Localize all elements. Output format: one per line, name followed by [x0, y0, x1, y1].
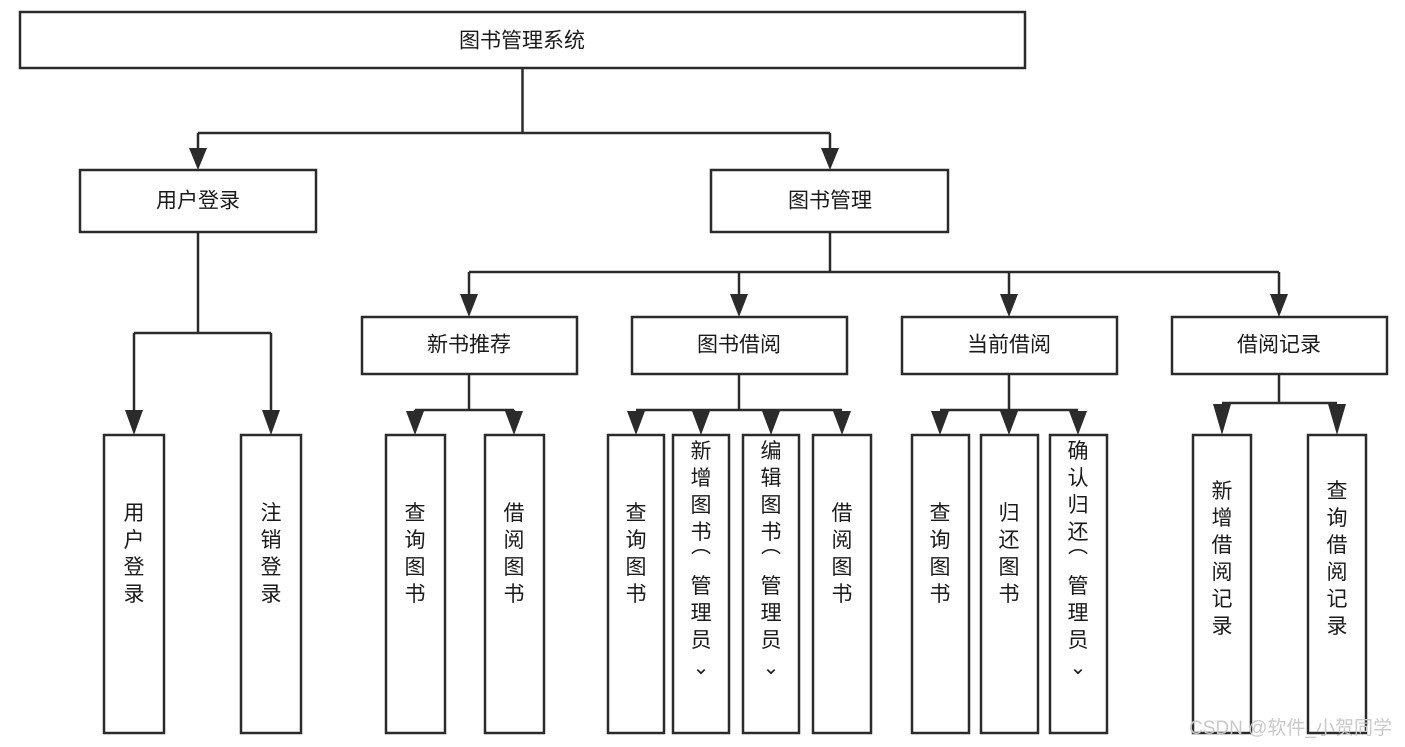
- connector-layer: [125, 68, 1346, 435]
- node-leaf-logout-box[interactable]: [239, 433, 303, 735]
- node-leaf-query-book-2-label: 查询图书: [626, 502, 647, 606]
- arrowhead-leaf-query-record: [1328, 404, 1346, 435]
- node-leaf-borrow-book-2-box[interactable]: [811, 433, 873, 735]
- node-leaf-logout-label: 注销登录: [261, 502, 282, 606]
- node-current-borrow[interactable]: 当前借阅: [900, 315, 1119, 376]
- node-leaf-logout[interactable]: 注销登录: [239, 433, 303, 735]
- node-leaf-confirm-return-label: 确认归还⌒管理员⌄: [1068, 440, 1089, 679]
- node-leaf-confirm-return-box[interactable]: [1048, 433, 1109, 735]
- arrowhead-leaf-query-book-3: [931, 411, 949, 435]
- node-leaf-query-record-label: 查询借阅记录: [1327, 480, 1348, 638]
- node-root-box[interactable]: [18, 10, 1027, 70]
- node-leaf-add-book-box[interactable]: [671, 433, 731, 735]
- node-leaf-user-login-label: 用户登录: [124, 502, 145, 606]
- node-leaf-return-book[interactable]: 归还图书: [979, 433, 1040, 735]
- arrowhead-leaf-return-book: [1000, 411, 1018, 435]
- node-leaf-borrow-book-1-box[interactable]: [483, 433, 546, 735]
- node-leaf-query-book-3-label: 查询图书: [930, 502, 951, 606]
- node-leaf-query-book-2-box[interactable]: [606, 433, 666, 735]
- node-leaf-query-book-1[interactable]: 查询图书: [384, 433, 447, 735]
- node-current-borrow-label: 当前借阅: [967, 334, 1051, 357]
- node-book-borrow-box[interactable]: [630, 315, 849, 376]
- arrowhead-new-book-recommend: [460, 294, 478, 317]
- node-book-borrow[interactable]: 图书借阅: [630, 315, 849, 376]
- node-borrow-record-label: 借阅记录: [1237, 334, 1321, 357]
- arrowhead-leaf-logout: [262, 410, 280, 435]
- node-user-login-box[interactable]: [78, 168, 318, 234]
- node-leaf-query-book-2[interactable]: 查询图书: [606, 433, 666, 735]
- node-book-management-label: 图书管理: [788, 190, 872, 213]
- node-leaf-borrow-book-2[interactable]: 借阅图书: [811, 433, 873, 735]
- arrowhead-leaf-borrow-book-1: [505, 411, 523, 435]
- arrowhead-leaf-add-book: [692, 411, 710, 435]
- node-user-login-label: 用户登录: [156, 190, 240, 213]
- node-leaf-edit-book-label: 编辑图书⌒管理员⌄: [761, 440, 782, 679]
- node-borrow-record-box[interactable]: [1170, 315, 1389, 376]
- node-new-book-recommend[interactable]: 新书推荐: [360, 315, 579, 376]
- node-current-borrow-box[interactable]: [900, 315, 1119, 376]
- arrowhead-leaf-borrow-book-2: [833, 411, 851, 435]
- node-leaf-borrow-book-1[interactable]: 借阅图书: [483, 433, 546, 735]
- node-leaf-query-record[interactable]: 查询借阅记录: [1306, 433, 1368, 735]
- node-leaf-edit-book[interactable]: 编辑图书⌒管理员⌄: [741, 433, 801, 735]
- node-root[interactable]: 图书管理系统: [18, 10, 1027, 70]
- node-leaf-add-record-box[interactable]: [1191, 433, 1253, 735]
- node-leaf-borrow-book-2-label: 借阅图书: [832, 502, 853, 606]
- node-leaf-user-login-box[interactable]: [102, 433, 166, 735]
- node-user-login[interactable]: 用户登录: [78, 168, 318, 234]
- node-leaf-edit-book-box[interactable]: [741, 433, 801, 735]
- node-leaf-query-book-1-label: 查询图书: [405, 502, 426, 606]
- arrowhead-book-borrow: [730, 294, 748, 317]
- node-leaf-query-book-3[interactable]: 查询图书: [910, 433, 971, 735]
- arrowhead-book-management: [821, 148, 839, 170]
- node-leaf-add-record-label: 新增借阅记录: [1212, 480, 1233, 638]
- arrowhead-leaf-confirm-return: [1069, 411, 1087, 435]
- node-leaf-return-book-label: 归还图书: [999, 502, 1020, 606]
- arrowhead-leaf-query-book-1: [406, 411, 424, 435]
- arrowhead-leaf-edit-book: [762, 411, 780, 435]
- arrowhead-borrow-record: [1270, 294, 1288, 317]
- node-leaf-borrow-book-1-label: 借阅图书: [504, 502, 525, 606]
- node-new-book-recommend-label: 新书推荐: [427, 334, 511, 357]
- node-book-management-box[interactable]: [709, 168, 950, 234]
- node-leaf-confirm-return[interactable]: 确认归还⌒管理员⌄: [1048, 433, 1109, 735]
- node-book-borrow-label: 图书借阅: [697, 334, 781, 357]
- node-leaf-query-record-box[interactable]: [1306, 433, 1368, 735]
- node-leaf-add-book-label: 新增图书⌒管理员⌄: [691, 440, 712, 679]
- node-leaf-add-record[interactable]: 新增借阅记录: [1191, 433, 1253, 735]
- node-leaf-user-login[interactable]: 用户登录: [102, 433, 166, 735]
- node-root-label: 图书管理系统: [459, 30, 585, 53]
- arrowhead-leaf-user-login: [125, 410, 143, 435]
- arrowhead-user-login: [189, 148, 207, 170]
- node-leaf-add-book[interactable]: 新增图书⌒管理员⌄: [671, 433, 731, 735]
- node-leaf-return-book-box[interactable]: [979, 433, 1040, 735]
- node-leaf-query-book-3-box[interactable]: [910, 433, 971, 735]
- node-book-management[interactable]: 图书管理: [709, 168, 950, 234]
- node-borrow-record[interactable]: 借阅记录: [1170, 315, 1389, 376]
- arrowhead-leaf-add-record: [1213, 404, 1231, 435]
- arrowhead-leaf-query-book-2: [627, 411, 645, 435]
- csdn-watermark: CSDN @软件_小贺同学: [1189, 717, 1392, 739]
- node-leaf-query-book-1-box[interactable]: [384, 433, 447, 735]
- arrowhead-current-borrow: [1000, 294, 1018, 317]
- node-new-book-recommend-box[interactable]: [360, 315, 579, 376]
